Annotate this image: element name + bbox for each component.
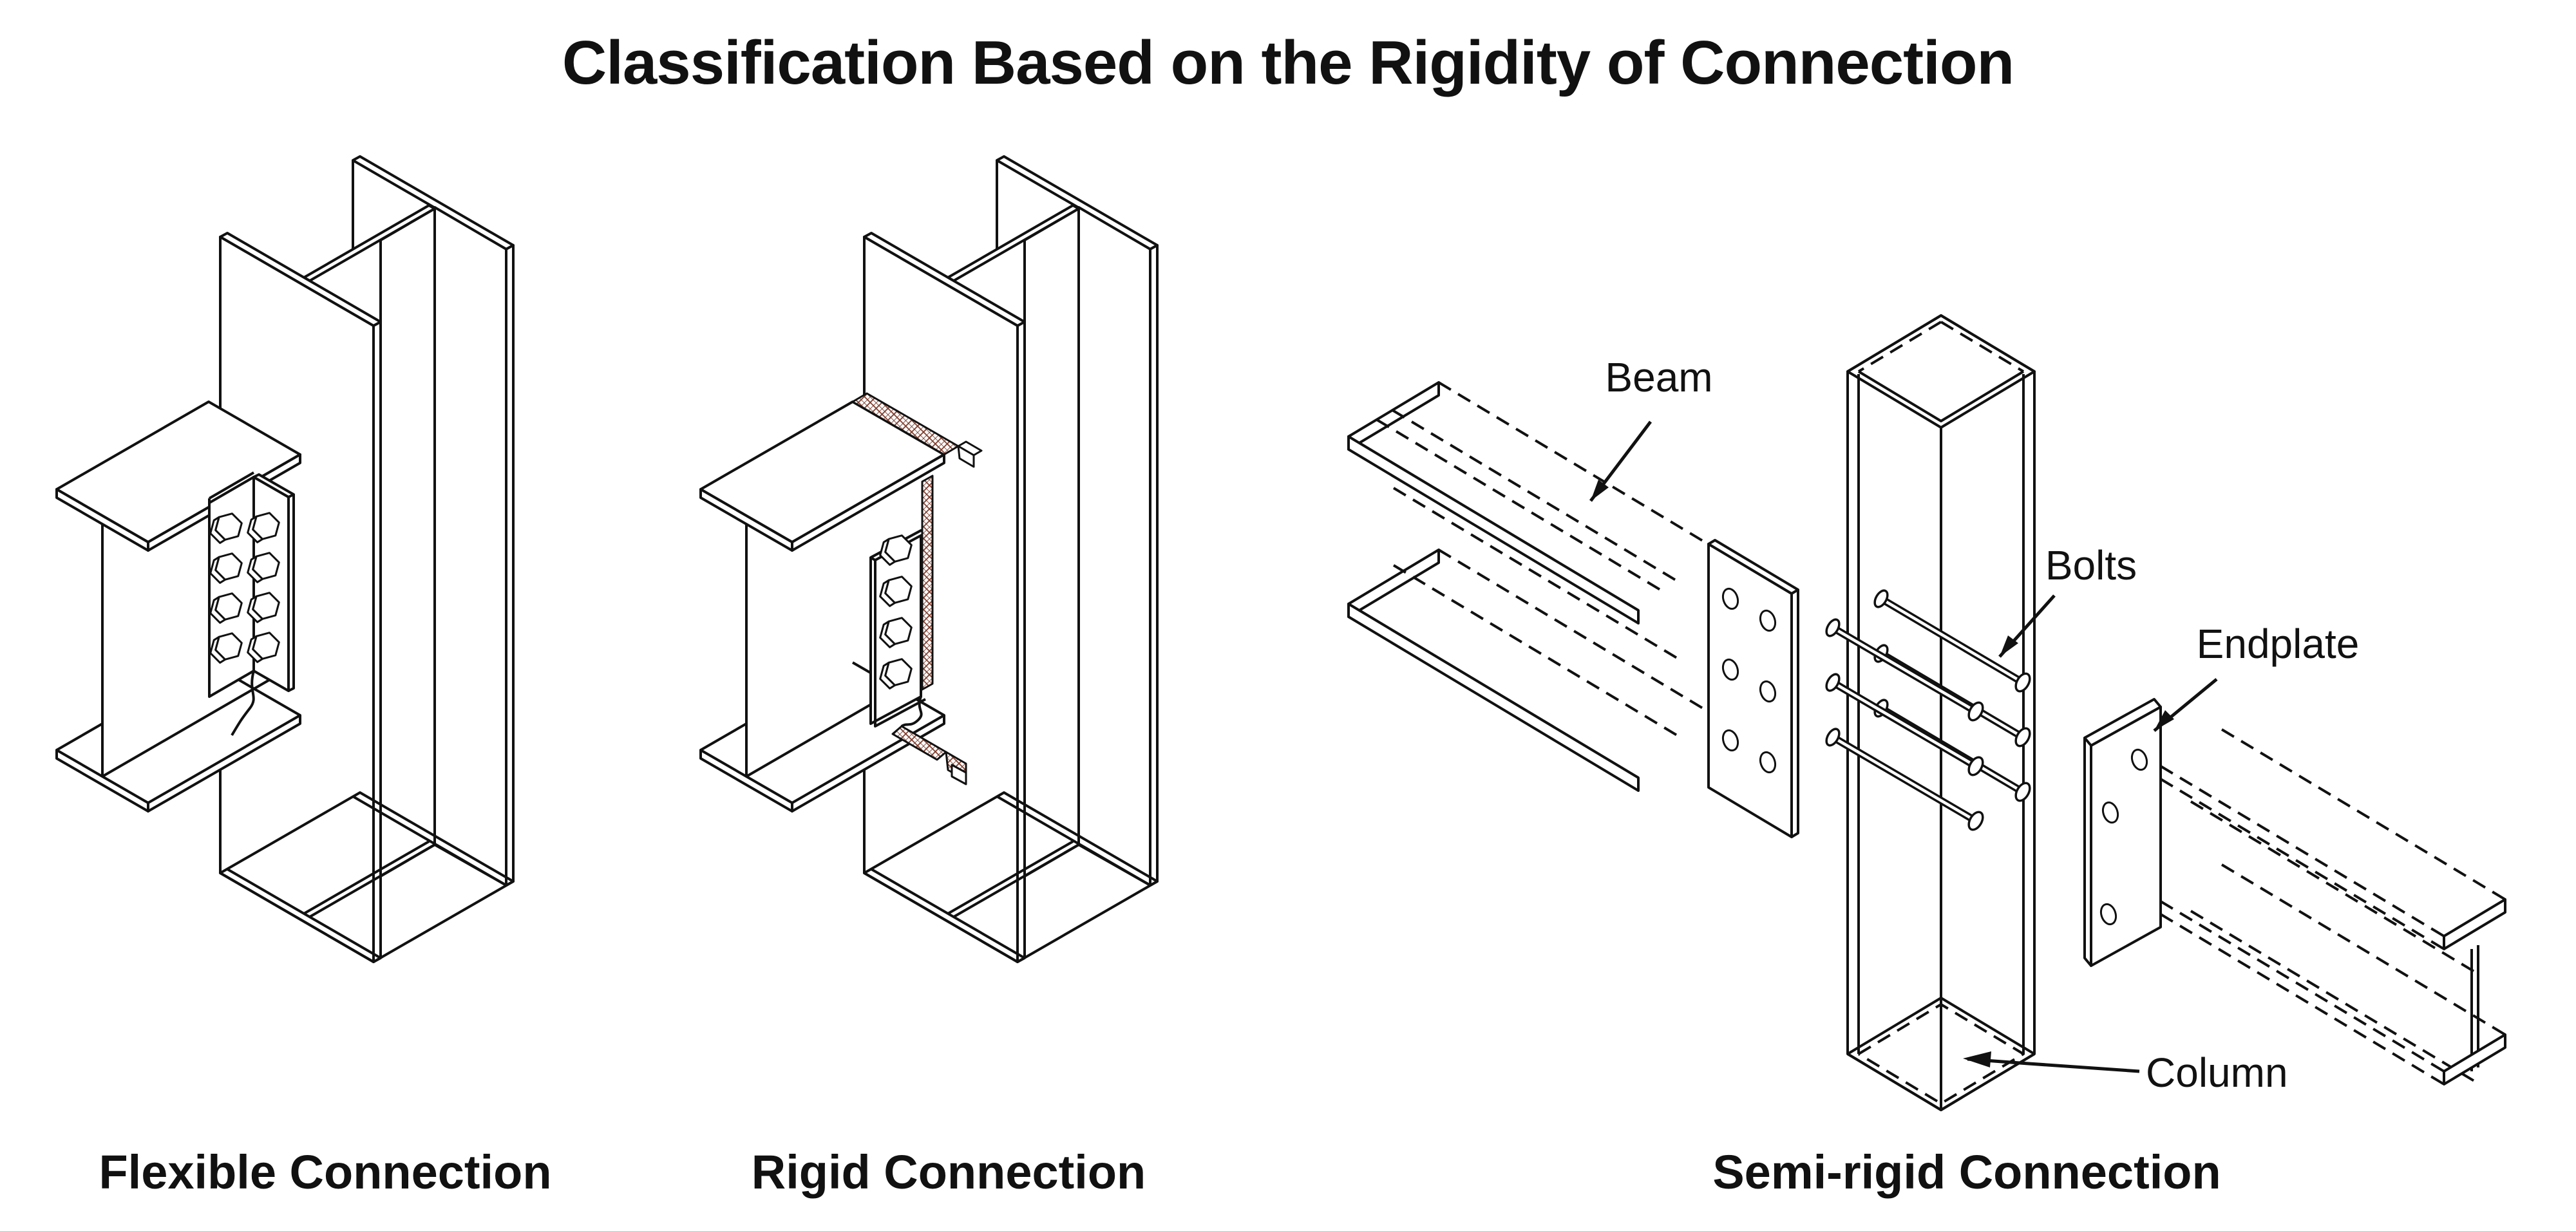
beam-label: Beam <box>1605 354 1712 400</box>
endplate-label: Endplate <box>2197 621 2360 667</box>
bolts-label: Bolts <box>2045 542 2137 588</box>
column-label: Column <box>2146 1049 2288 1096</box>
right-beam <box>2083 698 2506 1085</box>
caption-semi-rigid: Semi-rigid Connection <box>1712 1145 2221 1199</box>
beam-endplate <box>2083 698 2162 967</box>
caption-rigid: Rigid Connection <box>752 1145 1146 1199</box>
beam-cope-curve <box>231 670 255 737</box>
diagram-rigid-connection: Rigid Connection <box>699 155 1159 1199</box>
bolt <box>1825 618 1984 722</box>
beam-endplate <box>1707 539 1799 838</box>
beam-cope-curve <box>900 696 923 728</box>
bottom-flange-weld <box>891 725 947 761</box>
page-title: Classification Based on the Rigidity of … <box>562 28 2014 97</box>
shs-column <box>1846 314 2036 1111</box>
callouts: Beam Bolts Endplate Column <box>1589 354 2360 1096</box>
diagram-semi-rigid-connection: Beam Bolts Endplate Column Semi-rigid Co… <box>1347 314 2506 1199</box>
diagram-flexible-connection: Flexible Connection <box>55 155 552 1199</box>
clip-angle <box>208 471 295 698</box>
bolt <box>1825 673 1984 776</box>
weld-seams <box>851 392 983 785</box>
vertical-weld <box>921 475 934 691</box>
caption-flexible: Flexible Connection <box>99 1145 551 1199</box>
left-beam <box>1347 381 1799 838</box>
beam-end-section <box>2443 898 2506 1085</box>
through-bolts <box>1825 589 2031 831</box>
bolt <box>1825 728 1984 831</box>
bolt <box>1873 589 2031 693</box>
